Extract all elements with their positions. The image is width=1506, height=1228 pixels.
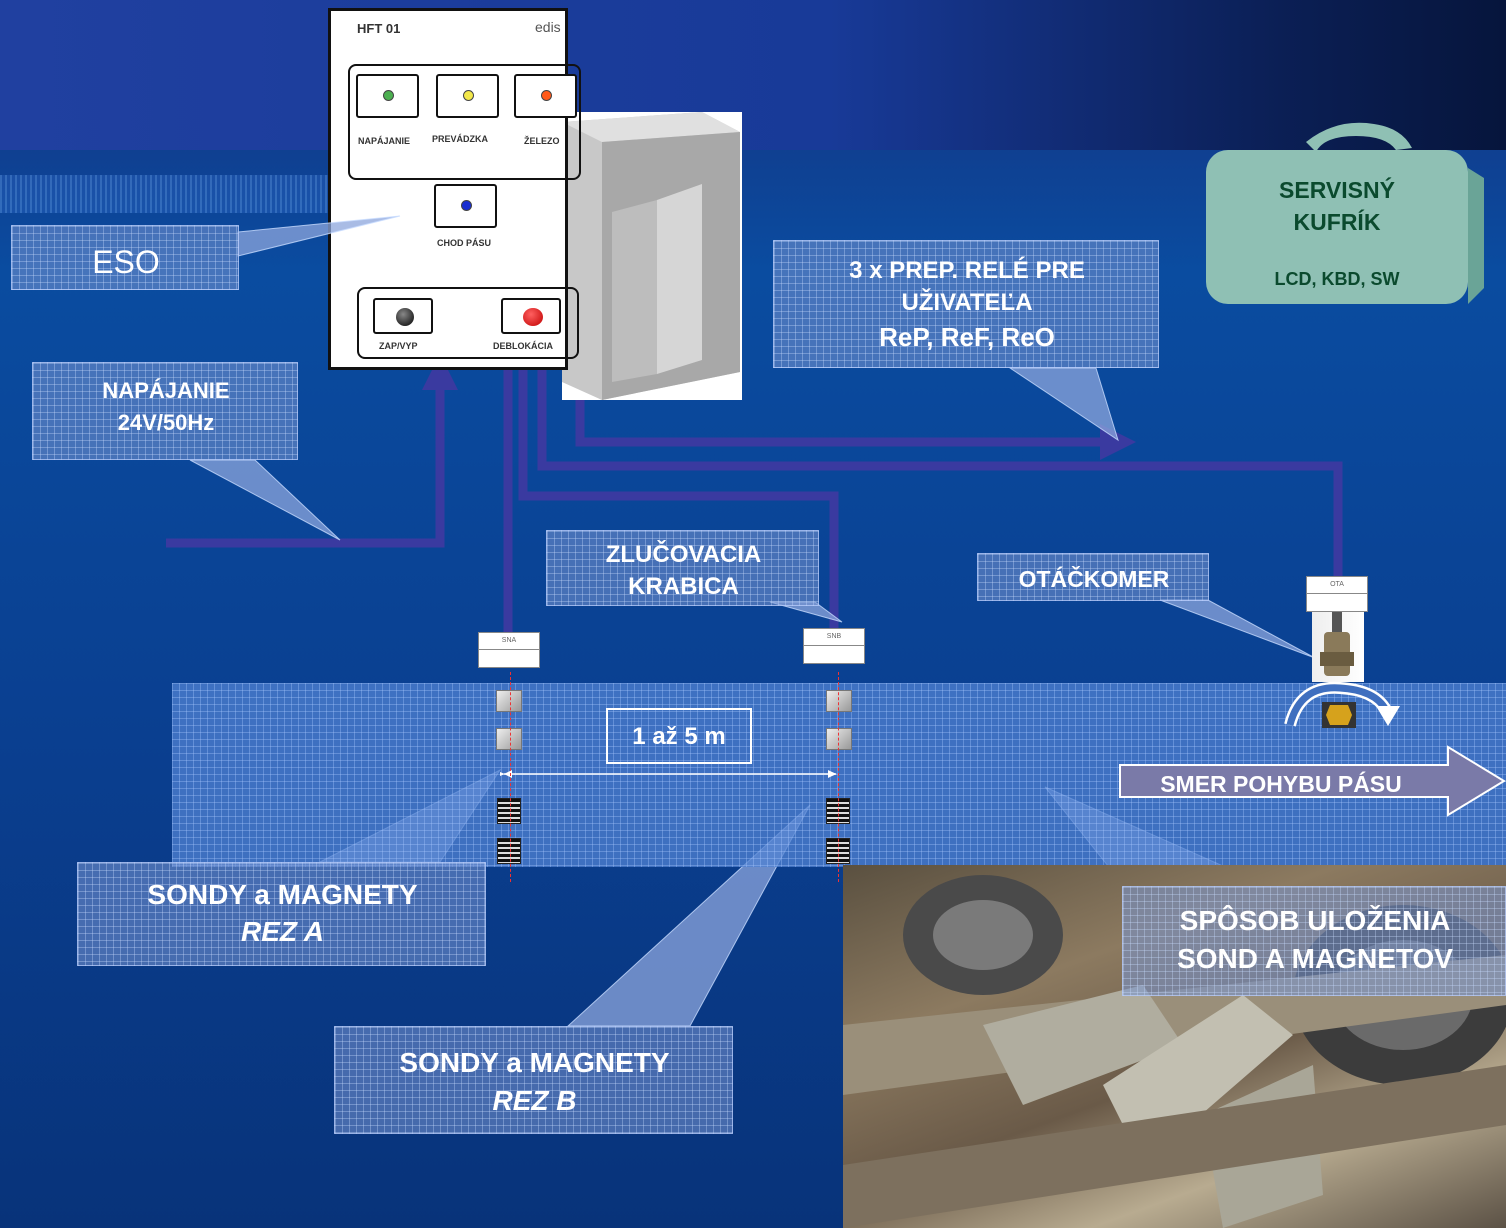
power-label-1: NAPÁJANIE xyxy=(102,378,230,403)
relay-label-3: ReP, ReF, ReO xyxy=(879,322,1055,352)
eso-callout: ESO xyxy=(11,225,239,290)
led-panel: NAPÁJANIE PREVÁDZKA ŽELEZO xyxy=(348,64,581,180)
snb-wire xyxy=(518,368,839,630)
power-switch-box xyxy=(373,298,433,334)
ota-wire xyxy=(537,368,1343,578)
service-case-title-1: SERVISNÝ xyxy=(1279,177,1395,203)
service-case: SERVISNÝ KUFRÍK LCD, KBD, SW xyxy=(1206,118,1484,304)
cross-section-b-line xyxy=(838,672,839,882)
belt-run-led-icon xyxy=(461,200,472,211)
tachometer-sensor xyxy=(1312,612,1364,682)
probe-a2-icon xyxy=(496,728,522,750)
sensor-box-ota: OTA xyxy=(1306,576,1368,612)
probe-a1-icon xyxy=(496,690,522,712)
eso-label: ESO xyxy=(92,244,160,280)
service-case-subtitle: LCD, KBD, SW xyxy=(1274,269,1400,289)
distance-arrow xyxy=(500,770,837,778)
direction-arrow-icon xyxy=(1119,745,1506,817)
probe-b2-icon xyxy=(826,728,852,750)
junction-label-1: ZLUČOVACIA xyxy=(605,541,762,568)
ota-label: OTA xyxy=(1307,577,1367,594)
power-callout: NAPÁJANIE 24V/50Hz xyxy=(32,362,298,460)
relay-label-2: UŽIVATEĽA xyxy=(901,289,1033,316)
probes-a-label-1: SONDY a MAGNETY xyxy=(147,879,418,910)
magnet-a2-icon xyxy=(497,838,521,864)
mount-label-2: SOND A MAGNETOV xyxy=(1177,943,1453,974)
operation-led-label: PREVÁDZKA xyxy=(432,134,489,144)
service-case-title-2: KUFRÍK xyxy=(1293,209,1381,235)
probes-b-label-2: REZ B xyxy=(492,1085,577,1116)
magnet-a1-icon xyxy=(497,798,521,824)
direction-label: SMER POHYBU PÁSU xyxy=(1160,771,1402,797)
tachometer-sensor-icon xyxy=(1320,612,1354,676)
distance-box: 1 až 5 m xyxy=(606,708,752,764)
sna-label: SNA xyxy=(479,633,539,650)
tacho-label: OTÁČKOMER xyxy=(1018,566,1170,592)
sensor-box-snb: SNB xyxy=(803,628,865,664)
control-unit: HFT 01 edis NAPÁJANIE PREVÁDZKA ŽELEZO C… xyxy=(328,8,581,370)
probes-b-label-1: SONDY a MAGNETY xyxy=(399,1047,670,1078)
suitcase-icon xyxy=(1206,122,1484,304)
probes-a-callout: SONDY a MAGNETY REZ A xyxy=(77,862,486,966)
button-panel: ZAP/VYP DEBLOKÁCIA xyxy=(357,287,579,359)
device-brand: edis xyxy=(535,19,561,35)
relay-pointer xyxy=(1008,367,1119,442)
iron-led-label: ŽELEZO xyxy=(524,136,560,146)
power-switch-button[interactable] xyxy=(396,308,414,326)
mount-callout: SPÔSOB ULOŽENIA SOND A MAGNETOV xyxy=(1122,886,1506,996)
snb-label: SNB xyxy=(804,629,864,646)
cabinet-drawing xyxy=(562,112,740,400)
belt-run-label: CHOD PÁSU xyxy=(437,238,492,248)
unlock-label: DEBLOKÁCIA xyxy=(493,341,553,351)
unlock-button-box xyxy=(501,298,561,334)
junction-callout: ZLUČOVACIA KRABICA xyxy=(546,530,819,606)
power-pointer xyxy=(189,459,341,541)
tacho-callout: OTÁČKOMER xyxy=(977,553,1209,601)
power-wire xyxy=(166,354,458,548)
relay-callout: 3 x PREP. RELÉ PRE UŽIVATEĽA ReP, ReF, R… xyxy=(773,240,1159,368)
relay-label-1: 3 x PREP. RELÉ PRE xyxy=(849,257,1085,284)
probe-b1-icon xyxy=(826,690,852,712)
device-model: HFT 01 xyxy=(357,21,401,36)
cabinet-photo xyxy=(562,112,742,400)
rotation-arrow-icon xyxy=(1284,681,1400,728)
belt-run-led-box xyxy=(434,184,497,228)
cross-section-a-line xyxy=(510,672,511,882)
power-led-label: NAPÁJANIE xyxy=(358,136,411,146)
top-banner xyxy=(0,0,1506,150)
distance-label: 1 až 5 m xyxy=(632,723,726,750)
iron-led-icon xyxy=(541,90,552,101)
operation-led-icon xyxy=(463,90,474,101)
power-led-icon xyxy=(383,90,394,101)
probes-a-label-2: REZ A xyxy=(241,916,324,947)
decorative-stripe xyxy=(0,175,330,213)
unlock-button[interactable] xyxy=(523,308,543,326)
power-led-box xyxy=(356,74,419,118)
probes-b-callout: SONDY a MAGNETY REZ B xyxy=(334,1026,733,1134)
power-switch-label: ZAP/VYP xyxy=(379,341,418,351)
junction-label-2: KRABICA xyxy=(628,573,739,600)
tacho-pointer xyxy=(1159,599,1316,659)
mount-label-1: SPÔSOB ULOŽENIA xyxy=(1179,905,1451,936)
power-label-2: 24V/50Hz xyxy=(117,410,215,435)
iron-led-box xyxy=(514,74,577,118)
sensor-box-sna: SNA xyxy=(478,632,540,668)
eso-pointer xyxy=(237,215,401,257)
operation-led-box xyxy=(436,74,499,118)
